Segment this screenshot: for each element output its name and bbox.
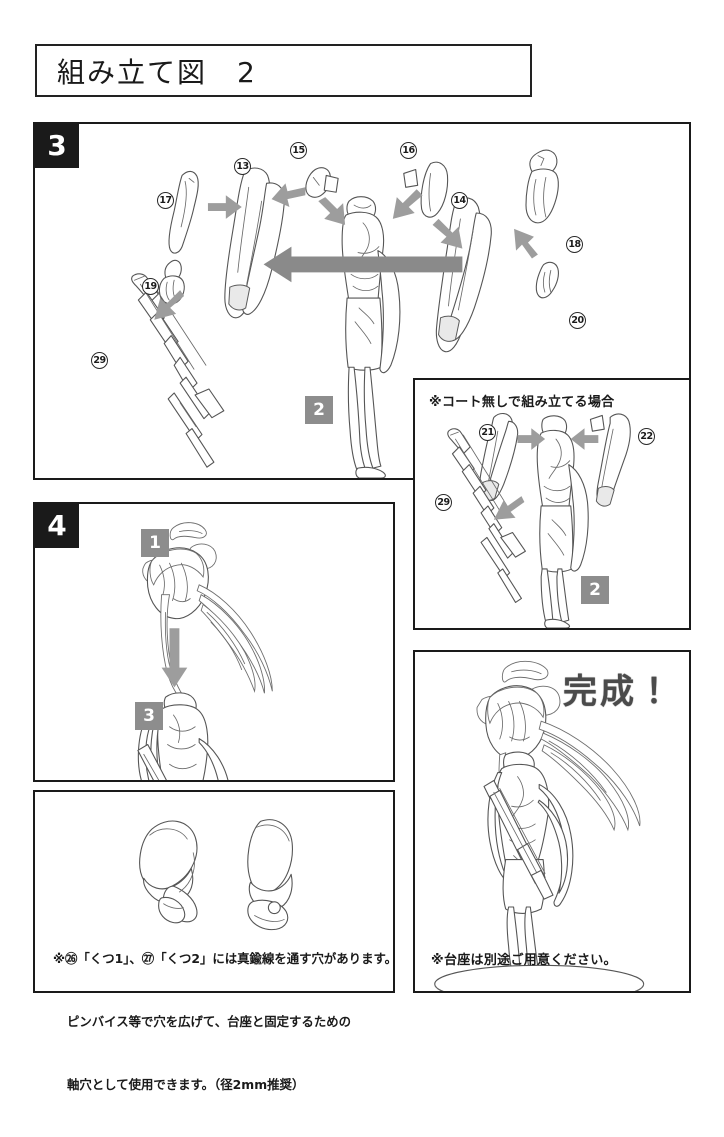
arrow-assembly-to-left [263,246,463,283]
callout-part-29: 29 [91,352,108,369]
step4-sub-marker-1: 1 [141,529,169,557]
inset-callout-part-21: 21 [479,424,496,441]
step-badge-4: 4 [35,504,79,548]
base-note: ※台座は別途ご用意ください。 [431,953,617,968]
arrow-19-to-29 [154,290,185,320]
inset-arrow-22-to-body [570,428,599,450]
inset-callout-part-29: 29 [435,494,452,511]
page-title-box: 組み立て図 2 [35,44,532,97]
callout-part-19: 19 [142,278,159,295]
callout-part-16: 16 [400,142,417,159]
part-16-art [403,161,449,218]
completion-headline: 完成！ [563,672,674,712]
step-4-artwork [35,504,393,780]
inset-part-29-art [447,428,526,603]
part-18-art [525,149,559,224]
inset-artwork [415,380,689,628]
shoes-note-text: ※㉖「くつ1」、㉗「くつ2」には真鍮線を通す穴があります。 ピンバイス等で穴を広… [53,906,397,1137]
inset-sub-marker-2: 2 [581,576,609,604]
shoes-note-line-3: 軸穴として使用できます。（径2mm推奨） [67,1077,305,1092]
part-14-art [435,197,492,353]
page-title: 組み立て図 2 [57,55,257,89]
arrow-15-to-13 [271,183,306,208]
callout-part-18: 18 [566,236,583,253]
panel-step-4: 4 [33,502,395,782]
panel-no-coat-variant: ※コート無しで組み立てる場合 [413,378,691,630]
inset-arrow-to-29 [493,496,525,520]
callout-part-20: 20 [569,312,586,329]
panel-shoes-note: ※㉖「くつ1」、㉗「くつ2」には真鍮線を通す穴があります。 ピンバイス等で穴を広… [33,790,397,1092]
shoes-note-line-2: ピンバイス等で穴を広げて、台座と固定するための [67,1014,351,1029]
arrow-16-to-14 [432,218,463,249]
panel-final-result: 完成！ [413,650,691,993]
part-29-art [131,273,225,468]
part-17-art [168,170,199,254]
part-15-art [305,167,339,198]
callout-part-13: 13 [234,158,251,175]
step4-arrow-attach-head [161,628,188,688]
arrow-17-to-13 [207,195,242,219]
part-19-art [158,259,185,305]
part-22-art [589,413,631,507]
arrow-20-to-18 [514,228,538,259]
arrow-15-to-body [318,197,346,225]
callout-part-15: 15 [290,142,307,159]
callout-part-17: 17 [157,192,174,209]
step4-sub-marker-3: 3 [135,702,163,730]
callout-part-14: 14 [451,192,468,209]
inset-arrow-21-to-body [517,428,546,450]
arrow-16-to-body [392,189,423,219]
sub-marker-body-2: 2 [305,396,333,424]
shoes-note-line-1: ※㉖「くつ1」、㉗「くつ2」には真鍮線を通す穴があります。 [53,951,398,966]
part-20-art [535,261,559,299]
inset-caption: ※コート無しで組み立てる場合 [429,395,615,410]
part-13-art [224,167,286,319]
center-body-art [341,196,401,478]
step-badge-3: 3 [35,124,79,168]
inset-callout-part-22: 22 [638,428,655,445]
